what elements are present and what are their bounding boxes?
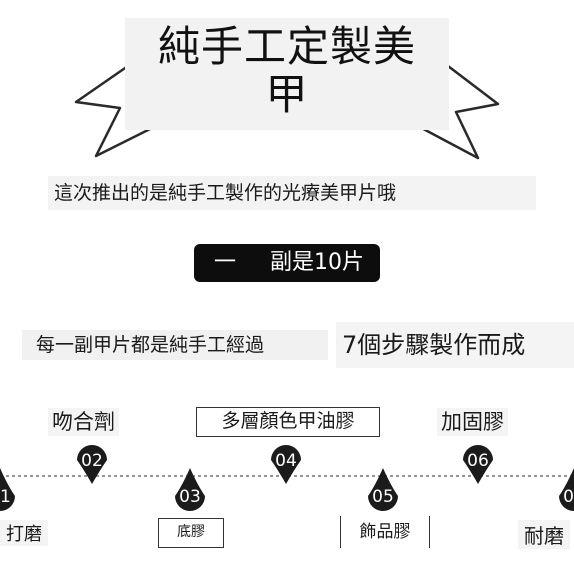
step-label-05: 飾品膠	[340, 516, 430, 548]
step-label-07: 耐磨	[518, 520, 570, 549]
step-pin-01: 01	[0, 468, 15, 511]
pin-drop-icon	[559, 468, 574, 511]
pin-drop-icon	[175, 468, 205, 511]
step-label-02: 吻合劑	[48, 408, 119, 436]
pin-drop-icon	[0, 468, 15, 511]
subtitle-text: 這次推出的是純手工製作的光療美甲片哦	[48, 176, 536, 210]
process-timeline: 01 02 03 04 05 06 07	[0, 445, 574, 511]
banner-title-box	[125, 18, 449, 130]
step-label-03: 底膠	[158, 518, 224, 548]
pieces-pill: 一 副是10片	[194, 244, 380, 282]
pill-text: 副是10片	[270, 250, 364, 275]
banner-title-line1: 純手工定製美	[157, 22, 416, 71]
step-pin-07: 07	[559, 468, 574, 511]
pin-drop-icon	[368, 468, 398, 511]
pin-number-06: 06	[467, 451, 489, 471]
step-pin-05: 05	[368, 468, 398, 511]
pin-number-04: 04	[275, 451, 297, 471]
pin-drop-icon	[77, 445, 107, 484]
description-part2: 7個步驟製作而成	[336, 322, 574, 368]
description-part1: 每一副甲片都是純手工經過	[22, 330, 328, 360]
step-pin-04: 04	[271, 445, 301, 484]
pin-number-02: 02	[81, 451, 103, 471]
pin-number-07: 07	[563, 487, 574, 507]
pin-drop-icon	[463, 445, 493, 484]
pin-number-05: 05	[372, 487, 394, 507]
step-pin-02: 02	[77, 445, 107, 484]
step-label-01: 打磨	[0, 520, 48, 546]
step-pin-03: 03	[175, 468, 205, 511]
step-label-04: 多層顏色甲油膠	[196, 407, 380, 437]
banner-title-line2: 甲	[265, 70, 309, 119]
pin-number-01: 01	[0, 487, 11, 507]
step-label-06: 加固膠	[437, 408, 508, 436]
step-pin-06: 06	[463, 445, 493, 484]
pin-number-03: 03	[179, 487, 201, 507]
pin-drop-icon	[271, 445, 301, 484]
pill-dash: 一	[214, 250, 237, 275]
